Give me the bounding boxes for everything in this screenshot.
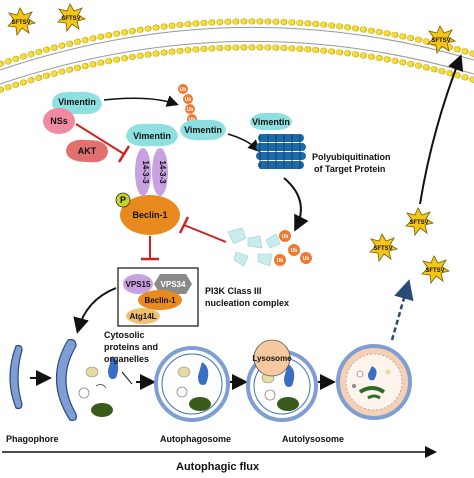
arrow-pi3k-to-phagophore bbox=[73, 287, 117, 334]
autolysosome-label: Autolysosome bbox=[282, 434, 344, 444]
proteasome: Vimentin bbox=[250, 112, 306, 169]
cell-membrane bbox=[0, 18, 474, 93]
arrow-virus-release bbox=[390, 279, 414, 341]
pi3k-line-2: nucleation complex bbox=[205, 298, 289, 308]
sftsv-label: SFTSV bbox=[431, 38, 450, 44]
sftsv-label: SFTSV bbox=[373, 246, 392, 252]
ubiquitinated-vimentin: Ub Ub Ub Ub Vimentin bbox=[178, 84, 226, 141]
ub-label: Ub bbox=[291, 248, 298, 254]
arrow-to-proteasome bbox=[227, 133, 261, 153]
sftsv-label: SFTSV bbox=[425, 268, 444, 274]
vps15-label: VPS15 bbox=[126, 280, 151, 289]
pi3k-label: PI3K Class III nucleation complex bbox=[205, 286, 289, 308]
cytosolic-line-2: proteins and bbox=[104, 342, 158, 352]
inhibition-degradation-to-beclin bbox=[178, 216, 227, 243]
vimentin-label: Vimentin bbox=[252, 117, 290, 127]
sftsv-virus-top-left-2: SFTSV bbox=[57, 3, 87, 33]
sftsv-virus-top-right: SFTSV bbox=[427, 25, 457, 55]
ub-label: Ub bbox=[180, 87, 187, 93]
ub-label: Ub bbox=[189, 117, 196, 123]
ub-label: Ub bbox=[303, 256, 310, 262]
arrow-virus-exit bbox=[419, 54, 464, 205]
polyubiquitination-line-1: Polyubiquitination bbox=[312, 152, 391, 162]
arrow-to-degradation bbox=[283, 177, 309, 232]
polyubiquitination-label: Polyubiquitination of Target Protein bbox=[312, 152, 391, 174]
cytosolic-label: Cytosolic proteins and organelles bbox=[104, 330, 158, 364]
ub-label: Ub bbox=[277, 258, 284, 264]
autophagic-flux-axis: Autophagic flux bbox=[2, 446, 437, 473]
cytosolic-line-1: Cytosolic bbox=[104, 330, 145, 340]
autophagosome-label: Autophagosome bbox=[160, 434, 231, 444]
polyubiquitination-line-2: of Target Protein bbox=[314, 164, 385, 174]
sftsv-label: SFTSV bbox=[11, 20, 30, 26]
vimentin-label: Vimentin bbox=[184, 125, 222, 135]
pi3k-class-iii-complex: VPS15 VPS34 Beclin-1 Atg14L bbox=[117, 267, 199, 327]
sftsv-virus-right-1: SFTSV bbox=[405, 207, 435, 237]
beclin-complex: Vimentin 14-3-3 14-3-3 Beclin-1 P bbox=[115, 123, 180, 235]
atg14l-label: Atg14L bbox=[129, 312, 156, 321]
phospho-label: P bbox=[120, 195, 126, 205]
fourteen33-label: 14-3-3 bbox=[158, 160, 167, 184]
vimentin-label: Vimentin bbox=[133, 131, 171, 141]
vimentin-nss-complex: Vimentin NSs bbox=[43, 91, 102, 134]
akt-label: AKT bbox=[78, 146, 97, 156]
autophagic-flux-label: Autophagic flux bbox=[176, 461, 260, 473]
inhibition-nss-to-1433 bbox=[75, 123, 131, 163]
inhibition-beclin-to-pi3k bbox=[141, 236, 159, 261]
sftsv-virus-top-left-1: SFTSV bbox=[7, 7, 37, 37]
phagophore bbox=[9, 344, 23, 410]
autophagosome-lysosome-fusion: Lysosome bbox=[246, 339, 318, 422]
ub-label: Ub bbox=[187, 107, 194, 113]
akt: AKT bbox=[66, 139, 108, 163]
expanding-phagophore bbox=[55, 339, 133, 421]
sftsv-label: SFTSV bbox=[61, 16, 80, 22]
vimentin-label: Vimentin bbox=[58, 97, 96, 107]
ub-label: Ub bbox=[185, 97, 192, 103]
vps34-label: VPS34 bbox=[161, 280, 186, 289]
autolysosome bbox=[336, 344, 412, 420]
nss-label: NSs bbox=[50, 116, 68, 126]
phagophore-label: Phagophore bbox=[6, 434, 59, 444]
sftsv-virus-right-3: SFTSV bbox=[421, 255, 451, 285]
sftsv-label: SFTSV bbox=[409, 220, 428, 226]
autophagosome bbox=[154, 346, 230, 422]
degraded-vimentin-fragments: Ub Ub Ub Ub bbox=[227, 227, 312, 267]
beclin-label: Beclin-1 bbox=[144, 296, 176, 305]
ub-label: Ub bbox=[282, 234, 289, 240]
arrow-vimentin-to-ub bbox=[103, 95, 179, 107]
fourteen33-label: 14-3-3 bbox=[141, 160, 150, 184]
sftsv-virus-right-2: SFTSV bbox=[369, 233, 399, 263]
pi3k-line-1: PI3K Class III bbox=[205, 286, 262, 296]
cytosolic-line-3: organelles bbox=[104, 354, 149, 364]
beclin-label: Beclin-1 bbox=[132, 210, 167, 220]
lysosome-label: Lysosome bbox=[252, 354, 292, 363]
